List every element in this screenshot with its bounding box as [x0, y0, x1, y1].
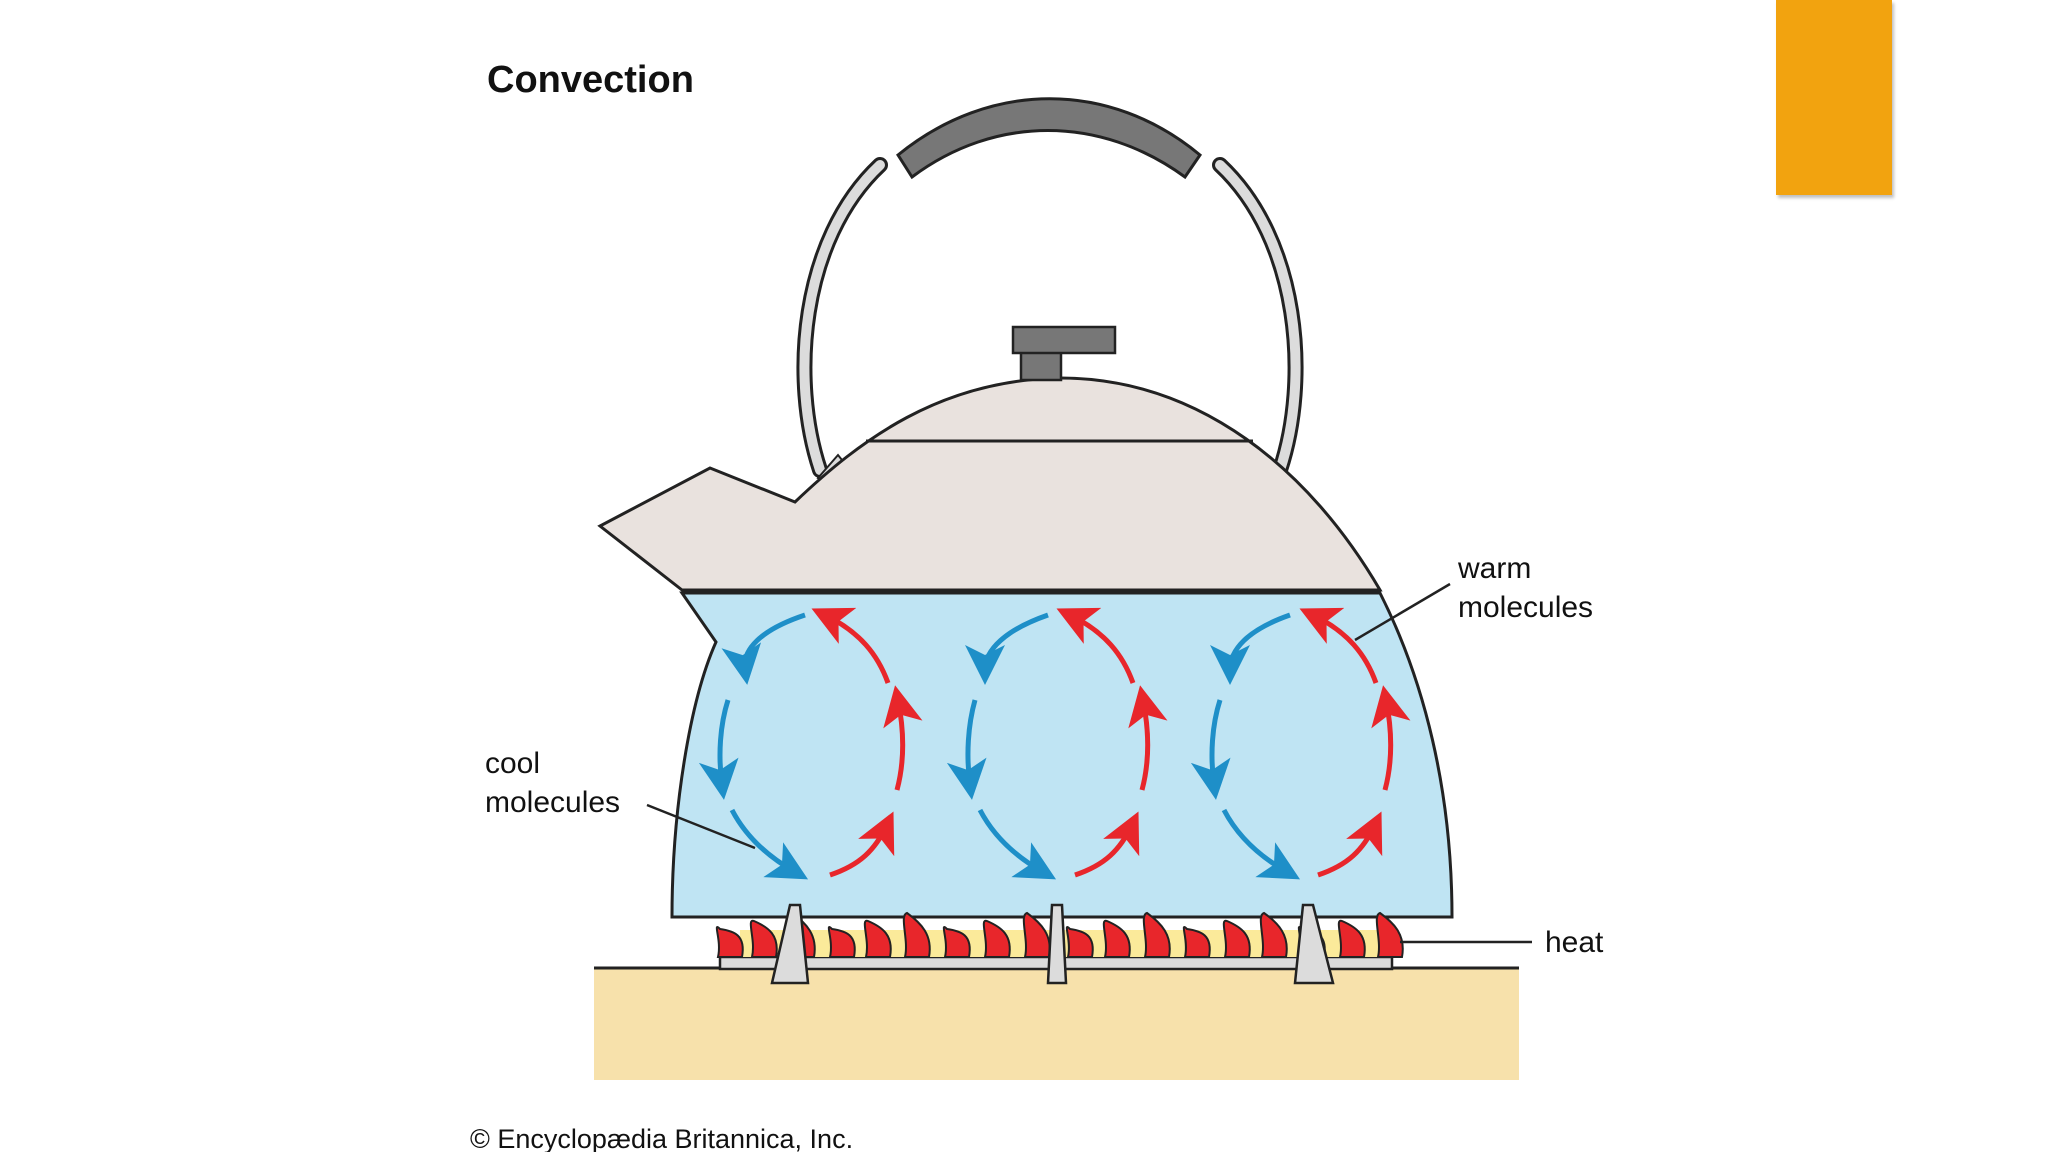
warm-leader-line — [1354, 582, 1451, 642]
flame — [1375, 911, 1404, 958]
warm-arrow — [829, 811, 895, 878]
flame-group — [715, 911, 1404, 958]
label-heat: heat — [1545, 926, 1604, 959]
flame — [1182, 926, 1211, 958]
cool-arrow — [1190, 699, 1231, 800]
flame — [863, 919, 892, 958]
stove-surface — [594, 968, 1519, 1080]
diagram-title: Convection — [487, 59, 694, 101]
kettle-body — [597, 376, 1383, 592]
flame — [1022, 911, 1051, 958]
copyright-notice: © Encyclopædia Britannica, Inc. — [470, 1124, 853, 1152]
handle-grip — [896, 97, 1203, 180]
flame — [1142, 911, 1171, 958]
warm-arrow — [1299, 607, 1379, 684]
cool-leader-line — [646, 803, 756, 850]
warm-arrow — [811, 607, 891, 684]
accent-tab — [1776, 0, 1892, 195]
warm-arrow — [883, 685, 923, 791]
cool-arrow — [977, 808, 1057, 880]
cool-arrow — [946, 699, 987, 800]
convection-loop-2 — [946, 607, 1168, 880]
label-cool-line1: cool — [485, 747, 540, 780]
flame — [1259, 911, 1288, 958]
flame — [749, 919, 778, 958]
convection-loop-3 — [1190, 607, 1411, 880]
flame — [1102, 919, 1131, 958]
cool-arrow — [729, 808, 809, 880]
cool-arrow — [1210, 612, 1291, 685]
cool-arrow — [721, 612, 806, 685]
flame — [1337, 919, 1366, 958]
convection-loop-1 — [698, 607, 923, 880]
warm-arrow — [1056, 607, 1136, 684]
flame — [715, 926, 744, 958]
warm-arrow — [1317, 811, 1383, 878]
label-cool-line2: molecules — [485, 786, 620, 819]
flame — [982, 919, 1011, 958]
cool-arrow — [965, 612, 1049, 685]
warm-arrow — [1128, 685, 1168, 791]
cool-arrow — [1221, 808, 1301, 880]
label-warm-line1: warm — [1457, 552, 1531, 585]
warm-arrow — [1074, 811, 1140, 878]
warm-arrow — [1371, 685, 1411, 791]
lid-knob — [1011, 325, 1117, 382]
burner-supports — [770, 903, 1335, 985]
flame — [1222, 919, 1251, 958]
flame — [827, 926, 856, 958]
flame — [902, 911, 931, 958]
flame — [942, 926, 971, 958]
flame — [1065, 926, 1094, 958]
cool-arrow — [698, 699, 739, 800]
label-warm-line2: molecules — [1458, 591, 1593, 624]
